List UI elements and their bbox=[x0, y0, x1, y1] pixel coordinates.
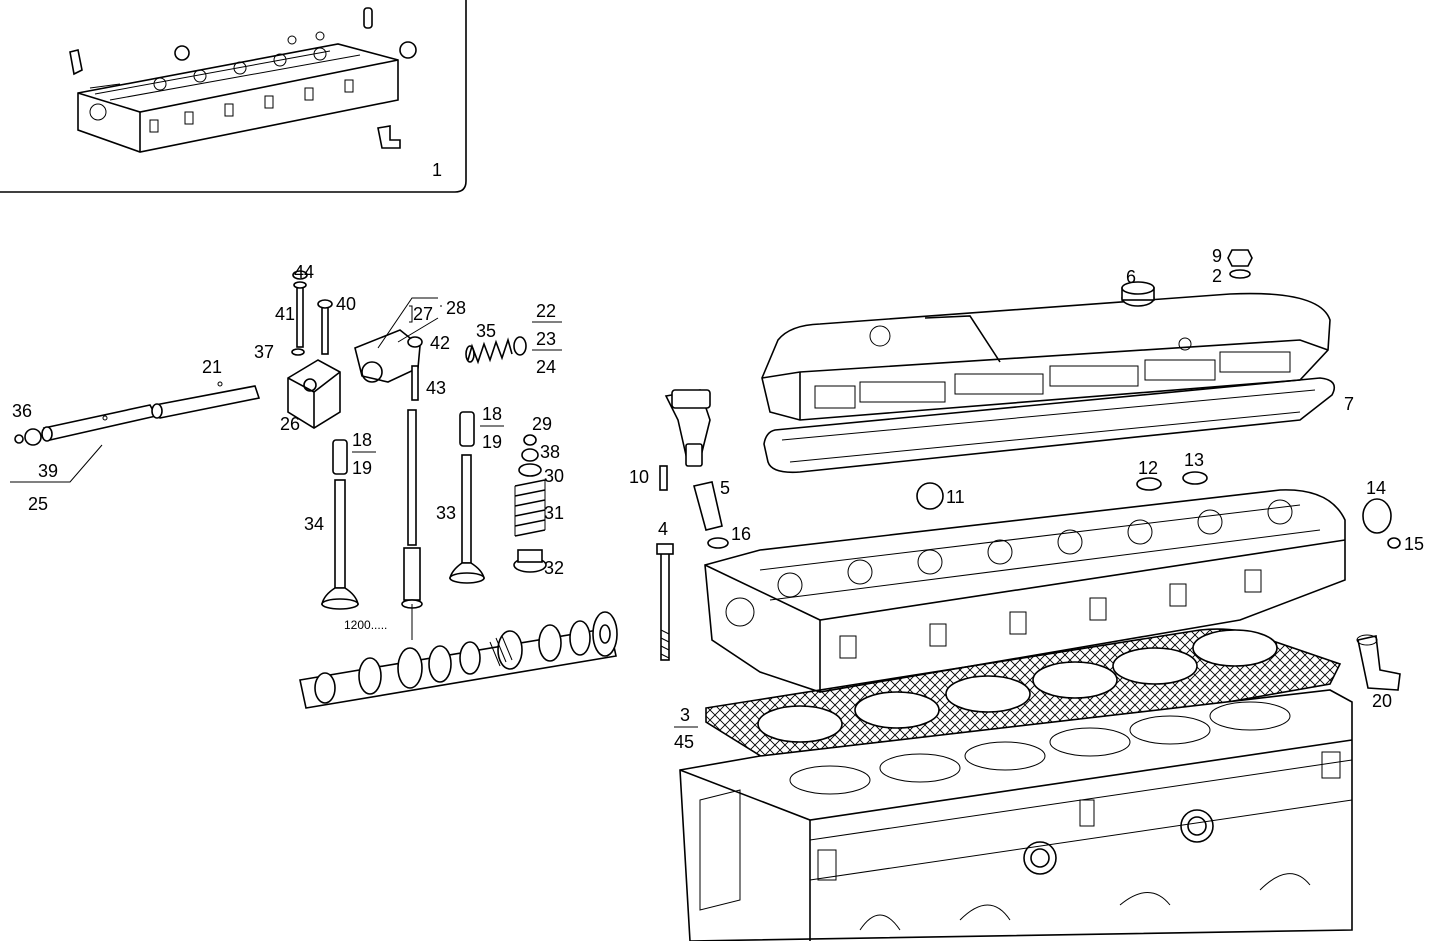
camshaft bbox=[299, 604, 618, 709]
washer-2 bbox=[1229, 269, 1251, 279]
label-1200: 1200..... bbox=[344, 618, 387, 632]
label-24: 24 bbox=[536, 357, 556, 377]
label-16: 16 bbox=[731, 524, 751, 544]
nut-9 bbox=[1227, 249, 1253, 267]
bolt-40 bbox=[317, 299, 333, 355]
label-18-right: 18 bbox=[482, 404, 502, 424]
label-25: 25 bbox=[28, 494, 48, 514]
rocker-support bbox=[287, 359, 341, 429]
valve-cover bbox=[761, 281, 1331, 421]
sleeve-5 bbox=[693, 481, 723, 531]
stud-10 bbox=[659, 465, 668, 491]
tappet-left bbox=[332, 439, 348, 475]
valve-34 bbox=[321, 479, 359, 610]
label-20: 20 bbox=[1372, 691, 1392, 711]
plug-15 bbox=[1387, 537, 1401, 549]
stud-41 bbox=[293, 281, 307, 348]
label-31: 31 bbox=[544, 503, 564, 523]
label-32: 32 bbox=[544, 558, 564, 578]
tappet-right bbox=[459, 411, 475, 447]
inset-cylinder-head bbox=[77, 43, 399, 153]
label-38: 38 bbox=[540, 442, 560, 462]
label-39: 39 bbox=[38, 461, 58, 481]
label-13: 13 bbox=[1184, 450, 1204, 470]
label-12: 12 bbox=[1138, 458, 1158, 478]
part-labels: 1 2 3 4 5 6 7 9 10 11 12 13 14 15 16 18 … bbox=[12, 160, 1424, 752]
elbow-pipe-20 bbox=[1356, 634, 1401, 691]
label-5: 5 bbox=[720, 478, 730, 498]
valve-spring-assembly bbox=[513, 434, 547, 573]
label-4: 4 bbox=[658, 519, 668, 539]
label-30: 30 bbox=[544, 466, 564, 486]
valve-cover-gasket bbox=[763, 377, 1336, 474]
label-41: 41 bbox=[275, 304, 295, 324]
label-1: 1 bbox=[432, 160, 442, 180]
label-28: 28 bbox=[446, 298, 466, 318]
label-6: 6 bbox=[1126, 267, 1136, 287]
engine-block bbox=[679, 689, 1353, 941]
rocker-shaft-bracket-line bbox=[10, 444, 103, 483]
injector bbox=[664, 389, 711, 467]
label-34: 34 bbox=[304, 514, 324, 534]
ring-13 bbox=[1182, 471, 1208, 485]
label-9: 9 bbox=[1212, 246, 1222, 266]
label-19-right: 19 bbox=[482, 432, 502, 452]
label-33: 33 bbox=[436, 503, 456, 523]
label-43: 43 bbox=[426, 378, 446, 398]
label-3: 3 bbox=[680, 705, 690, 725]
label-11: 11 bbox=[946, 487, 965, 507]
rocker-arm bbox=[354, 297, 439, 401]
nut-44 bbox=[292, 270, 308, 280]
long-bolt-4 bbox=[656, 543, 674, 661]
label-37: 37 bbox=[254, 342, 274, 362]
label-40: 40 bbox=[336, 294, 356, 314]
plug-11 bbox=[916, 482, 944, 510]
inset-frame bbox=[0, 0, 467, 193]
cover-plate-14 bbox=[1362, 498, 1392, 534]
ring-12 bbox=[1136, 477, 1162, 491]
label-36: 36 bbox=[12, 401, 32, 421]
head-gasket bbox=[705, 628, 1342, 775]
label-10: 10 bbox=[629, 467, 649, 487]
label-15: 15 bbox=[1404, 534, 1424, 554]
label-7: 7 bbox=[1344, 394, 1354, 414]
washer-37 bbox=[291, 348, 305, 356]
fraction-lines bbox=[352, 305, 698, 728]
rocker-shaft-left bbox=[14, 404, 158, 446]
inset-loose-parts bbox=[69, 7, 417, 149]
label-42: 42 bbox=[430, 333, 450, 353]
label-14: 14 bbox=[1366, 478, 1386, 498]
label-45: 45 bbox=[674, 732, 694, 752]
label-23: 23 bbox=[536, 329, 556, 349]
label-19-left: 19 bbox=[352, 458, 372, 478]
push-rod bbox=[401, 409, 423, 609]
label-21: 21 bbox=[202, 357, 222, 377]
rocker-shaft-right bbox=[151, 381, 261, 419]
label-35: 35 bbox=[476, 321, 496, 341]
label-29: 29 bbox=[532, 414, 552, 434]
label-2: 2 bbox=[1212, 266, 1222, 286]
label-44: 44 bbox=[294, 262, 314, 282]
label-22: 22 bbox=[536, 301, 556, 321]
label-27: 27 bbox=[413, 304, 433, 324]
cylinder-head bbox=[704, 489, 1346, 693]
spring-35 bbox=[465, 336, 527, 365]
label-18-left: 18 bbox=[352, 430, 372, 450]
label-26: 26 bbox=[280, 414, 300, 434]
washer-16 bbox=[707, 537, 729, 549]
valve-33 bbox=[448, 454, 486, 584]
